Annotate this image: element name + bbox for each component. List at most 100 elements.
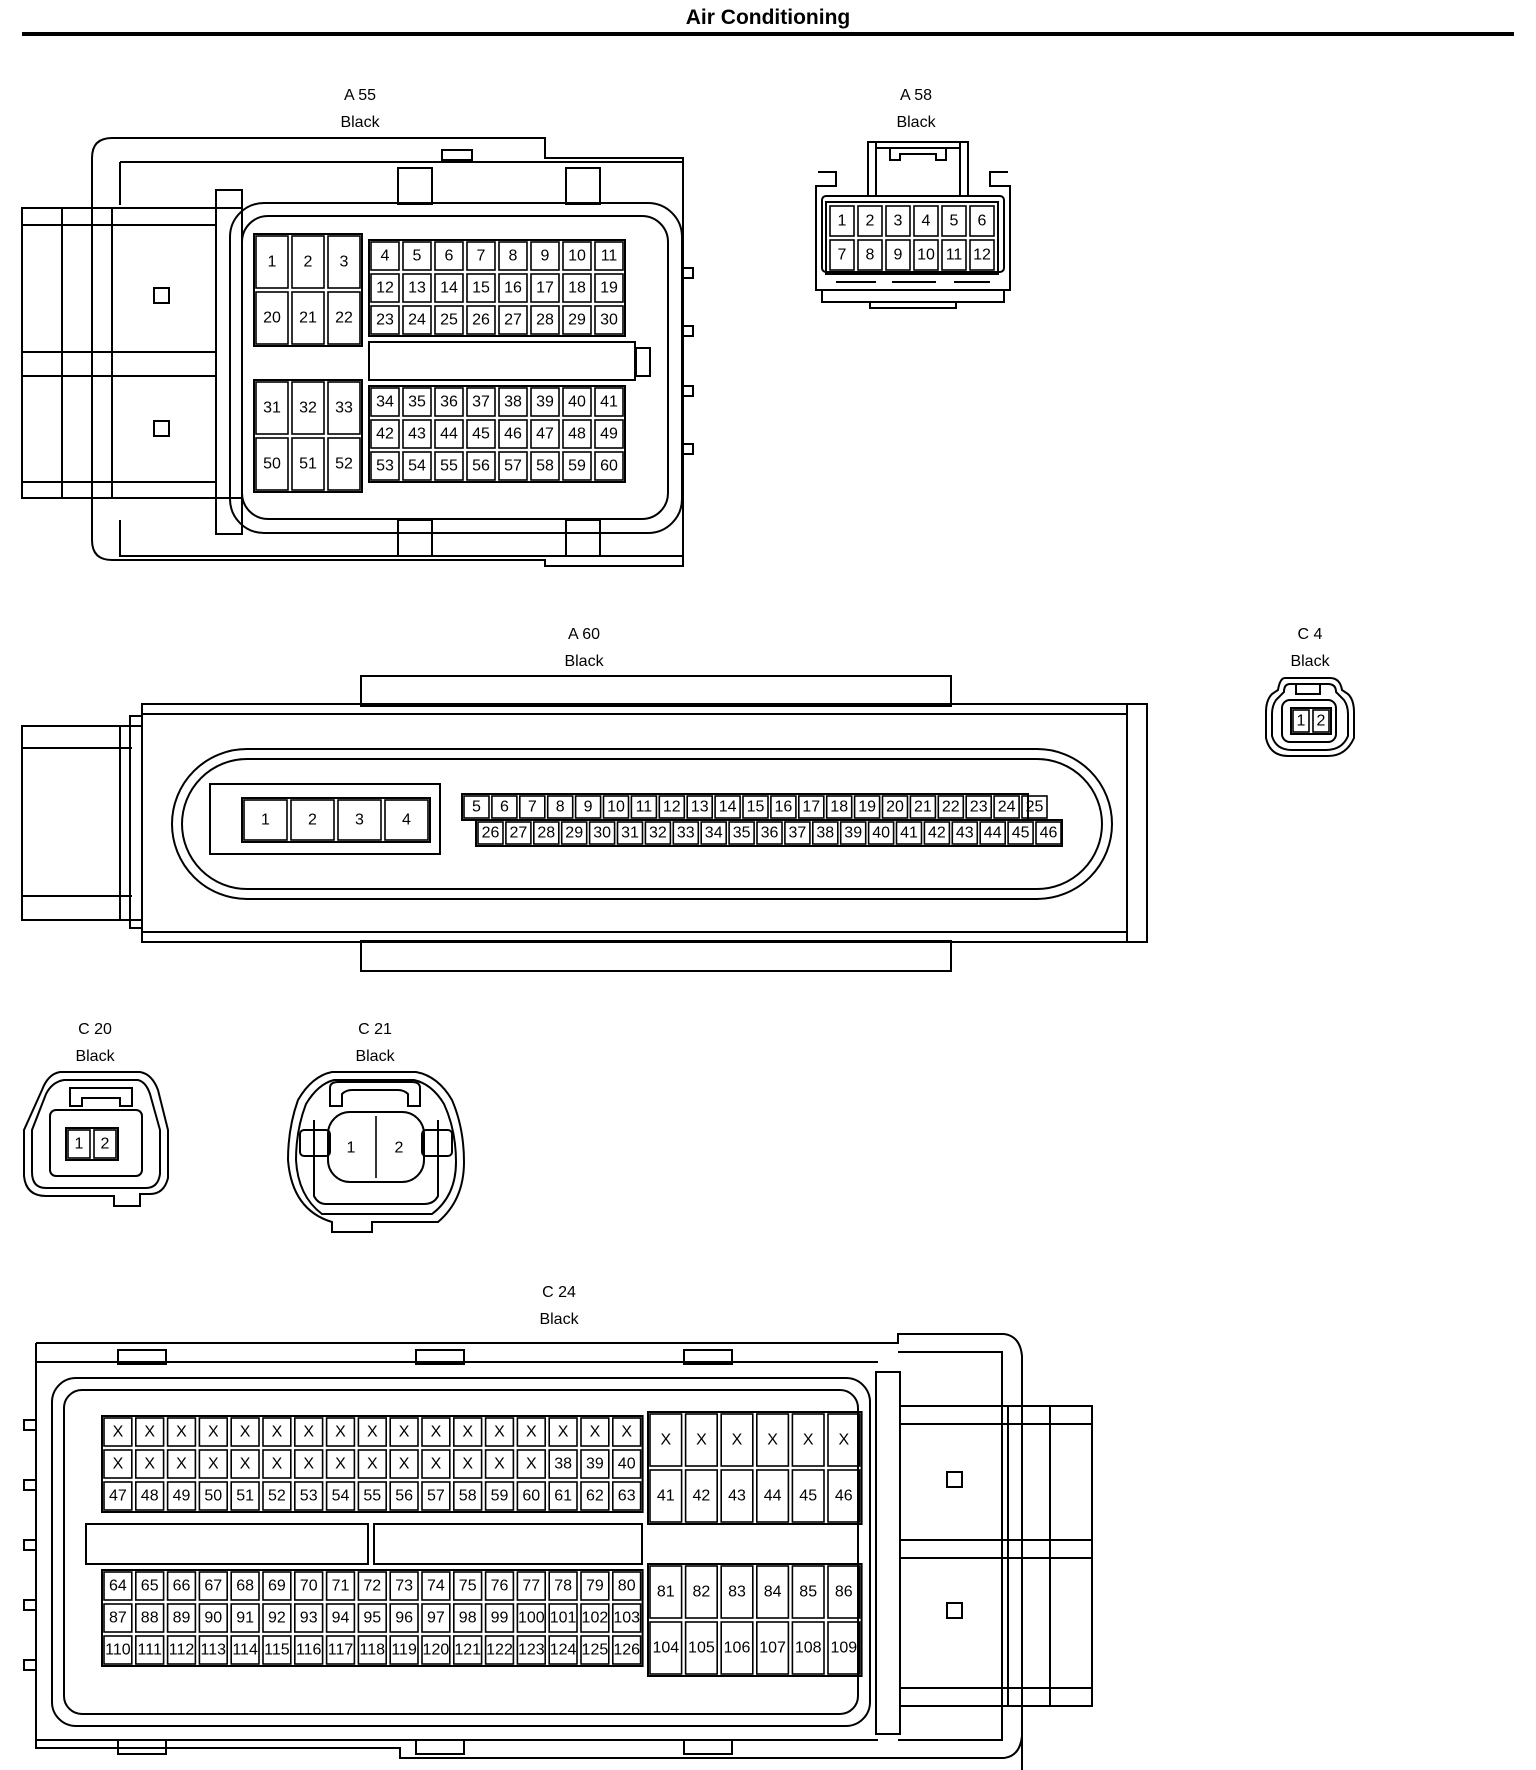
c24-pin-cell bbox=[293, 1449, 324, 1479]
c24-pin-cell bbox=[548, 1449, 578, 1479]
c24-pin-cell bbox=[230, 1417, 260, 1447]
c24-pin-116: 116 bbox=[296, 1642, 322, 1659]
a55-pin-55: 55 bbox=[440, 458, 458, 475]
c24-pin-95: 95 bbox=[363, 1610, 381, 1627]
a60-pin-29: 29 bbox=[565, 825, 583, 842]
a55-pin-45: 45 bbox=[472, 426, 490, 443]
a58-pin-cell bbox=[829, 239, 855, 271]
a55-pin-cell bbox=[255, 381, 289, 435]
a55-pin-44: 44 bbox=[440, 426, 458, 443]
a55-pin-cell bbox=[402, 419, 432, 449]
a58-pin-1: 1 bbox=[838, 213, 847, 230]
c24-pin-blocked: X bbox=[732, 1432, 743, 1449]
c24-pin-cell bbox=[198, 1603, 228, 1633]
a60-pin-cell bbox=[518, 795, 546, 819]
c24-pin-cell bbox=[198, 1481, 228, 1511]
c24-pin-cell bbox=[580, 1571, 610, 1601]
c24-pin-cell bbox=[484, 1449, 515, 1479]
connector-a55-name: A 55 bbox=[343, 87, 377, 104]
c24-pin-block bbox=[647, 1563, 863, 1677]
c24-pin-81: 81 bbox=[657, 1584, 675, 1601]
a60-pin-36: 36 bbox=[761, 825, 779, 842]
c24-pin-blocked: X bbox=[303, 1424, 314, 1441]
c20-pin-1: 1 bbox=[75, 1136, 84, 1153]
a55-pin-46: 46 bbox=[504, 426, 522, 443]
a55-pin-30: 30 bbox=[600, 312, 618, 329]
c24-pin-cell bbox=[421, 1449, 451, 1479]
a60-pin-28: 28 bbox=[537, 825, 555, 842]
a60-pin-20: 20 bbox=[886, 799, 904, 816]
a55-pin-cell bbox=[434, 419, 464, 449]
c24-pin-cell bbox=[548, 1571, 578, 1601]
c24-pin-73: 73 bbox=[395, 1578, 413, 1595]
a55-pin-cell bbox=[327, 291, 361, 345]
c24-pin-cell bbox=[611, 1417, 642, 1447]
c24-pin-45: 45 bbox=[799, 1488, 817, 1505]
c24-pin-50: 50 bbox=[204, 1488, 222, 1505]
a55-pin-cell bbox=[562, 305, 592, 335]
c24-pin-38: 38 bbox=[554, 1456, 572, 1473]
a60-pin-cell bbox=[923, 821, 951, 845]
c24-pin-39: 39 bbox=[586, 1456, 604, 1473]
c24-pin-cell bbox=[357, 1481, 387, 1511]
c24-pin-cell bbox=[293, 1635, 324, 1665]
c24-pin-cell bbox=[293, 1603, 324, 1633]
a60-pin-cell bbox=[491, 795, 518, 819]
a55-pin-18: 18 bbox=[568, 280, 586, 297]
c24-pin-blocked: X bbox=[590, 1424, 601, 1441]
a55-pin-cell bbox=[594, 451, 624, 481]
c24-pin-blocked: X bbox=[367, 1456, 378, 1473]
c24-pin-cell bbox=[684, 1469, 718, 1523]
a55-pin-cell bbox=[402, 241, 432, 271]
c24-pin-69: 69 bbox=[268, 1578, 286, 1595]
a60-pin-cell bbox=[384, 799, 429, 841]
c24-pin-cell bbox=[325, 1571, 356, 1601]
c21-pin-1: 1 bbox=[347, 1140, 356, 1157]
c24-pin-cell bbox=[720, 1621, 754, 1675]
a58-pin-10: 10 bbox=[917, 247, 935, 264]
c24-pin-cell bbox=[548, 1417, 578, 1447]
a60-pin-cell bbox=[532, 821, 560, 845]
c4-pin-block bbox=[1290, 707, 1332, 735]
a55-pin-47: 47 bbox=[536, 426, 554, 443]
a58-pin-cell bbox=[857, 239, 883, 271]
a58-pin-cell bbox=[969, 205, 995, 237]
connector-a58-name: A 58 bbox=[899, 87, 933, 104]
a60-pin-cell bbox=[602, 795, 630, 819]
c24-pin-cell bbox=[421, 1571, 451, 1601]
c24-pin-cell bbox=[357, 1449, 387, 1479]
a60-pin-block bbox=[241, 797, 431, 843]
c24-pin-cell bbox=[103, 1571, 133, 1601]
a60-pin-cell bbox=[686, 795, 714, 819]
c24-pin-cell bbox=[325, 1449, 356, 1479]
c24-pin-82: 82 bbox=[693, 1584, 711, 1601]
c24-pin-99: 99 bbox=[491, 1610, 509, 1627]
a55-pin-cell bbox=[530, 451, 560, 481]
c24-pin-68: 68 bbox=[236, 1578, 254, 1595]
c24-pin-100: 100 bbox=[518, 1610, 545, 1627]
a60-pin-43: 43 bbox=[956, 825, 974, 842]
c24-pin-cell bbox=[230, 1571, 260, 1601]
a55-pin-34: 34 bbox=[376, 394, 394, 411]
c24-pin-cell bbox=[611, 1635, 642, 1665]
c24-pin-cell bbox=[135, 1481, 165, 1511]
a55-pin-cell bbox=[434, 241, 464, 271]
c24-pin-63: 63 bbox=[618, 1488, 636, 1505]
connector-a58-color: Black bbox=[896, 114, 936, 131]
c24-pin-cell bbox=[452, 1571, 483, 1601]
connector-c4-name: C 4 bbox=[1297, 626, 1323, 643]
a55-pin-cell bbox=[434, 387, 464, 417]
a60-pin-18: 18 bbox=[830, 799, 848, 816]
c24-pin-cell bbox=[262, 1571, 292, 1601]
c24-pin-cell bbox=[791, 1413, 825, 1467]
a55-pin-cell bbox=[562, 419, 592, 449]
a55-pin-33: 33 bbox=[335, 400, 353, 417]
c24-pin-blocked: X bbox=[399, 1456, 410, 1473]
a60-pin-46: 46 bbox=[1040, 825, 1058, 842]
a55-pin-43: 43 bbox=[408, 426, 426, 443]
a58-pin-12: 12 bbox=[973, 247, 991, 264]
a55-pin-cell bbox=[498, 305, 528, 335]
